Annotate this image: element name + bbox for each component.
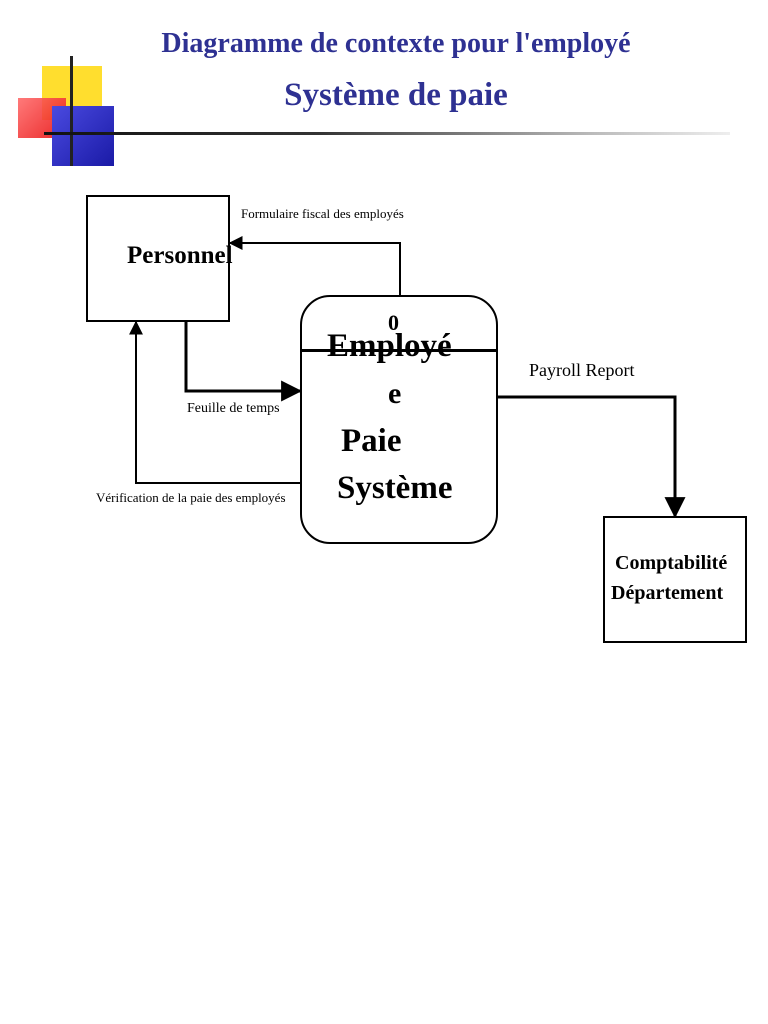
- decor-blue-square: [52, 106, 114, 166]
- accounting-label-line2: Département: [611, 582, 724, 604]
- flow-arrow-payroll-report: [498, 395, 686, 519]
- process-label-line1: Employé: [327, 328, 452, 364]
- process-number: 0: [388, 310, 399, 335]
- process-label-line4: Système: [337, 470, 453, 506]
- accounting-entity-box: [603, 516, 747, 643]
- flow-arrow-pay-verification: [129, 320, 300, 484]
- flow-label-fiscal-form: Formulaire fiscal des employés: [241, 206, 404, 221]
- flow-label-timesheet: Feuille de temps: [187, 401, 280, 416]
- flow-label-payroll-report: Payroll Report: [529, 360, 635, 380]
- personnel-entity-box: [86, 195, 230, 322]
- page-title: Diagramme de contexte pour l'employé: [161, 28, 631, 59]
- decor-vertical-line: [70, 56, 73, 166]
- payroll-process-box: [300, 295, 498, 544]
- process-label-line3: Paie: [341, 423, 402, 459]
- process-label-line2: e: [388, 377, 402, 410]
- personnel-entity-label: Personnel: [127, 242, 233, 269]
- process-divider: [300, 349, 498, 352]
- accounting-label-line1: Comptabilité: [615, 552, 728, 574]
- header-divider: [44, 132, 730, 135]
- page-subtitle: Système de paie: [284, 77, 508, 113]
- flow-arrow-timesheet: [184, 322, 303, 402]
- flow-arrow-fiscal-form: [228, 236, 401, 295]
- flow-label-pay-verification: Vérification de la paie des employés: [96, 490, 286, 505]
